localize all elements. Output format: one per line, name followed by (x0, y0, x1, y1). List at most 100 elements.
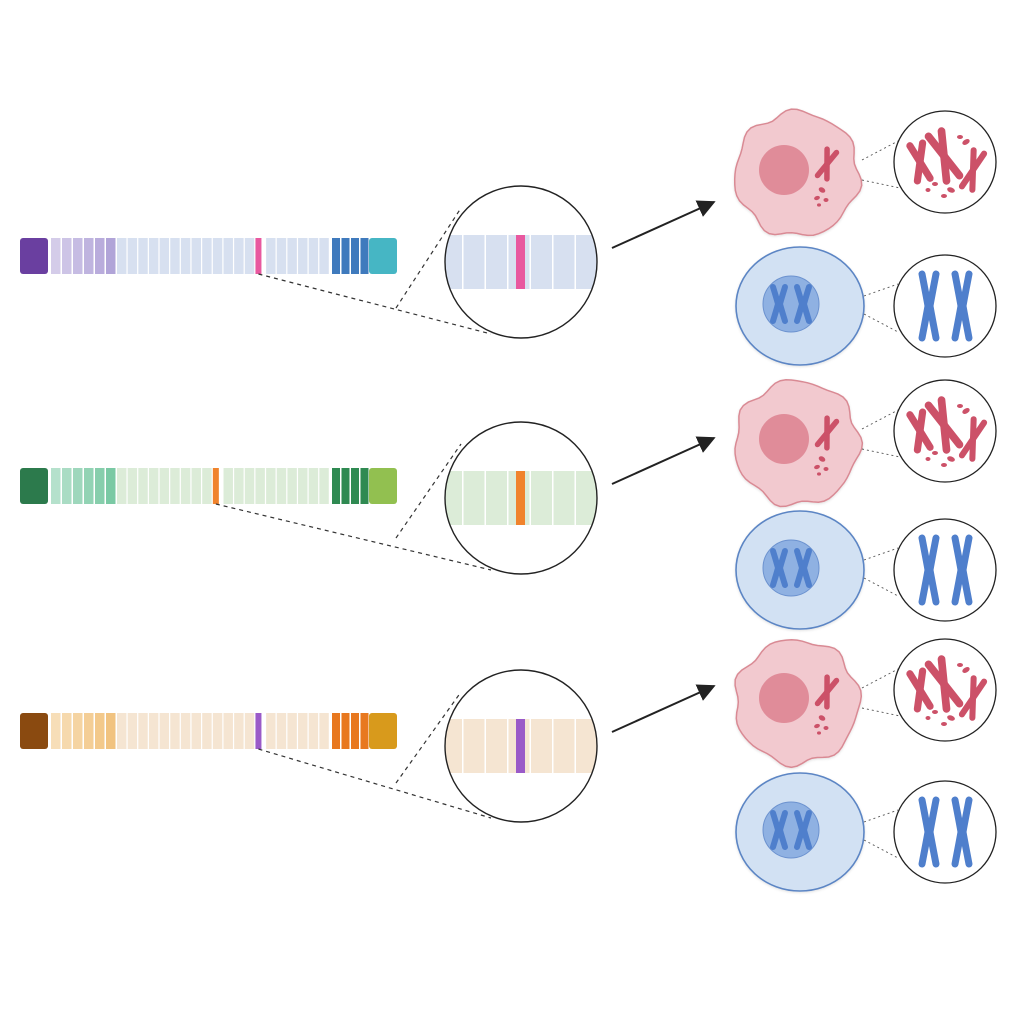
chromosome-fragment (962, 139, 970, 145)
track-segment (319, 238, 329, 274)
magnify-connector (863, 839, 899, 859)
zoom-lens (444, 185, 598, 339)
chromatid (800, 548, 812, 588)
magnify-connector (861, 139, 901, 161)
chromatid (776, 284, 788, 324)
magnify-connector (861, 179, 901, 189)
cell-nucleus (759, 145, 809, 195)
track-segment (234, 713, 244, 749)
chromosome-fragment (925, 457, 931, 461)
chromosome-fragment (818, 187, 826, 193)
chromosome-fragment (823, 467, 829, 471)
track-segment (148, 713, 159, 749)
normal-chromosome-pair (770, 284, 812, 324)
track-segment (127, 238, 138, 274)
abnormal-chromosome (924, 396, 964, 454)
track-segment (170, 238, 180, 274)
zoom-segment (463, 471, 485, 525)
track-segment-start (95, 468, 105, 504)
abnormal-cell (733, 108, 863, 237)
track-segment (287, 238, 297, 274)
track-segment (234, 238, 244, 274)
track-highlight-band (255, 713, 262, 749)
zoom-lens (444, 421, 598, 575)
zoom-connector-lower (258, 273, 492, 335)
zoom-highlight-band (516, 471, 525, 525)
track-segment (127, 713, 138, 749)
chromatid (800, 284, 812, 324)
chromosome-fragment (823, 726, 829, 730)
track-segment (319, 468, 329, 504)
chromosome-fragment (962, 408, 970, 414)
chromosome-fragment (957, 404, 963, 408)
genome-track (20, 713, 397, 749)
fragmented-chromosomes-icon (893, 110, 997, 214)
track-start-cap (20, 238, 48, 274)
chromosome-fragment (925, 716, 931, 720)
track-segment (255, 468, 265, 504)
track-segment (287, 713, 297, 749)
normal-cell (735, 510, 865, 630)
track-segment-start (84, 468, 94, 504)
abnormal-chromosome (958, 147, 988, 193)
zoom-connector-lower (215, 503, 492, 571)
zoom-segment (531, 235, 552, 289)
track-segment (308, 238, 319, 274)
chromatid (926, 796, 940, 868)
panel-row-1 (20, 108, 997, 366)
normal-chromosome (951, 796, 973, 868)
abnormal-chromosome (814, 415, 840, 451)
chromosome-fragment (814, 464, 820, 470)
track-end-cap (369, 468, 397, 504)
track-segment (276, 238, 287, 274)
centromere (969, 435, 977, 443)
track-segment-start (51, 713, 61, 749)
track-segment (191, 238, 201, 274)
centromere (940, 680, 948, 688)
track-segment-end (341, 713, 350, 749)
normal-chromosome (951, 270, 973, 342)
track-segment-start (51, 468, 61, 504)
chromatid (926, 270, 940, 342)
track-segment (308, 468, 319, 504)
track-segment (223, 468, 233, 504)
track-segment (180, 713, 191, 749)
chromatid (926, 534, 940, 606)
zoom-segment (553, 719, 575, 773)
arrow-right-icon (611, 436, 716, 485)
track-highlight-band (212, 468, 219, 504)
centromere (969, 694, 977, 702)
zoom-lens-content (445, 235, 597, 289)
centromere (969, 166, 977, 174)
abnormal-chromosome (906, 408, 934, 454)
chromosome-fragment (818, 715, 826, 721)
magnify-connector (861, 448, 901, 458)
track-highlight-band (255, 238, 262, 274)
track-start-cap (20, 713, 48, 749)
track-segment-end (341, 468, 350, 504)
chromosome-fragment (817, 472, 821, 476)
track-segment-end (341, 238, 350, 274)
track-segment-start (73, 238, 83, 274)
zoom-segment (486, 471, 507, 525)
chromosome-fragment (817, 731, 821, 735)
magnify-connector (863, 547, 899, 561)
track-segment (319, 713, 329, 749)
chromosome-fragment (941, 194, 947, 198)
track-segment-start (95, 713, 105, 749)
magnifier-circle (893, 254, 997, 358)
track-segment (159, 713, 170, 749)
track-segment-start (62, 468, 72, 504)
abnormal-chromosome (906, 139, 934, 185)
normal-chromosome-pair (770, 810, 812, 850)
chromosome (794, 548, 812, 588)
track-segment (159, 468, 170, 504)
magnify-connector (863, 283, 899, 297)
track-segment (202, 238, 212, 274)
zoom-segment (599, 719, 620, 773)
chromatid (776, 810, 788, 850)
zoom-segment (486, 235, 507, 289)
abnormal-chromosome (814, 674, 840, 710)
